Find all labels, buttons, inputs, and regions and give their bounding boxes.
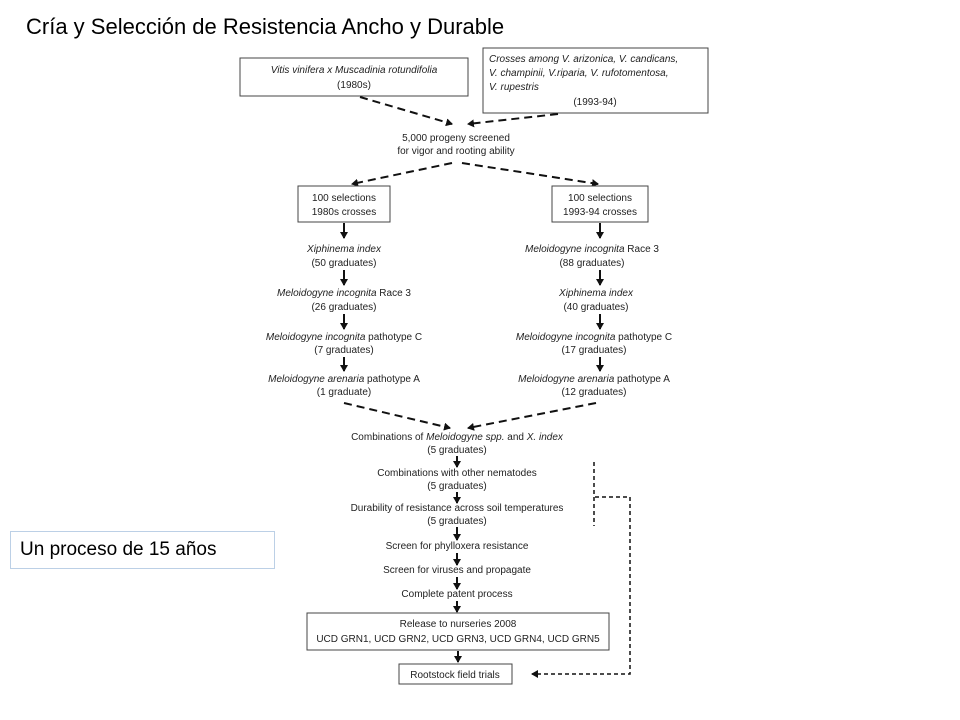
- other-line2: (5 graduates): [427, 481, 486, 492]
- left-step2-count: (26 graduates): [311, 302, 376, 313]
- patent-label: Complete patent process: [401, 589, 512, 600]
- right-step2-count: (40 graduates): [563, 302, 628, 313]
- source-right-line4: (1993-94): [573, 97, 616, 108]
- left-step4-label: Meloidogyne arenaria pathotype A: [268, 374, 420, 385]
- combo-count: (5 graduates): [427, 445, 486, 456]
- source-right-line2: V. champinii, V.riparia, V. rufotomentos…: [489, 68, 669, 79]
- left-step3-count: (7 graduates): [314, 345, 373, 356]
- right-step3-count: (17 graduates): [561, 345, 626, 356]
- left-selections-line2: 1980s crosses: [312, 207, 376, 218]
- field-trials-box: [398, 663, 513, 685]
- arrow-right-to-screen: [467, 113, 559, 128]
- process-duration-note: Un proceso de 15 años: [10, 531, 275, 569]
- source-right-box: [482, 47, 709, 114]
- right-step4-count: (12 graduates): [561, 387, 626, 398]
- right-step2-label: Xiphinema index: [558, 288, 634, 299]
- right-step4-label: Meloidogyne arenaria pathotype A: [518, 374, 670, 385]
- arrow-screen-to-right: [461, 162, 599, 188]
- source-right-line3: V. rupestris: [489, 82, 539, 93]
- other-line1: Combinations with other nematodes: [377, 468, 537, 479]
- field-trials-label: Rootstock field trials: [410, 670, 499, 681]
- right-step3-label: Meloidogyne incognita pathotype C: [516, 332, 672, 343]
- source-left-line1: Vitis vinifera x Muscadinia rotundifolia: [271, 65, 438, 76]
- arrow-bracket-to-field: [531, 496, 631, 678]
- release-line1: Release to nurseries 2008: [400, 619, 517, 630]
- left-step3-label: Meloidogyne incognita pathotype C: [266, 332, 422, 343]
- durability-line1: Durability of resistance across soil tem…: [351, 503, 564, 514]
- arrow-left-to-combo: [343, 402, 451, 431]
- screen-line1: 5,000 progeny screened: [402, 133, 510, 144]
- arrow-right-to-combo: [467, 402, 597, 431]
- right-selections-line2: 1993-94 crosses: [563, 207, 637, 218]
- left-selections-line1: 100 selections: [312, 193, 376, 204]
- source-left-line2: (1980s): [337, 80, 371, 91]
- left-step1-label: Xiphinema index: [306, 244, 382, 255]
- phylloxera-label: Screen for phylloxera resistance: [386, 541, 529, 552]
- release-box: [306, 612, 610, 651]
- viruses-label: Screen for viruses and propagate: [383, 565, 531, 576]
- left-step1-count: (50 graduates): [311, 258, 376, 269]
- combo-label: Combinations of Meloidogyne spp. and X. …: [351, 432, 564, 443]
- slide-title: Cría y Selección de Resistencia Ancho y …: [26, 14, 505, 39]
- left-selections-box: [297, 185, 391, 223]
- right-selections-line1: 100 selections: [568, 193, 632, 204]
- release-line2: UCD GRN1, UCD GRN2, UCD GRN3, UCD GRN4, …: [316, 634, 600, 645]
- right-step1-label: Meloidogyne incognita Race 3: [525, 244, 659, 255]
- left-step4-count: (1 graduate): [317, 387, 371, 398]
- source-right-line1: Crosses among V. arizonica, V. candicans…: [489, 54, 678, 65]
- source-left-box: [239, 57, 469, 97]
- durability-line2: (5 graduates): [427, 516, 486, 527]
- arrow-screen-to-left: [351, 162, 453, 187]
- left-step2-label: Meloidogyne incognita Race 3: [277, 288, 411, 299]
- right-selections-box: [551, 185, 649, 223]
- screen-line2: for vigor and rooting ability: [397, 146, 514, 157]
- right-step1-count: (88 graduates): [559, 258, 624, 269]
- arrow-left-to-screen: [359, 96, 453, 127]
